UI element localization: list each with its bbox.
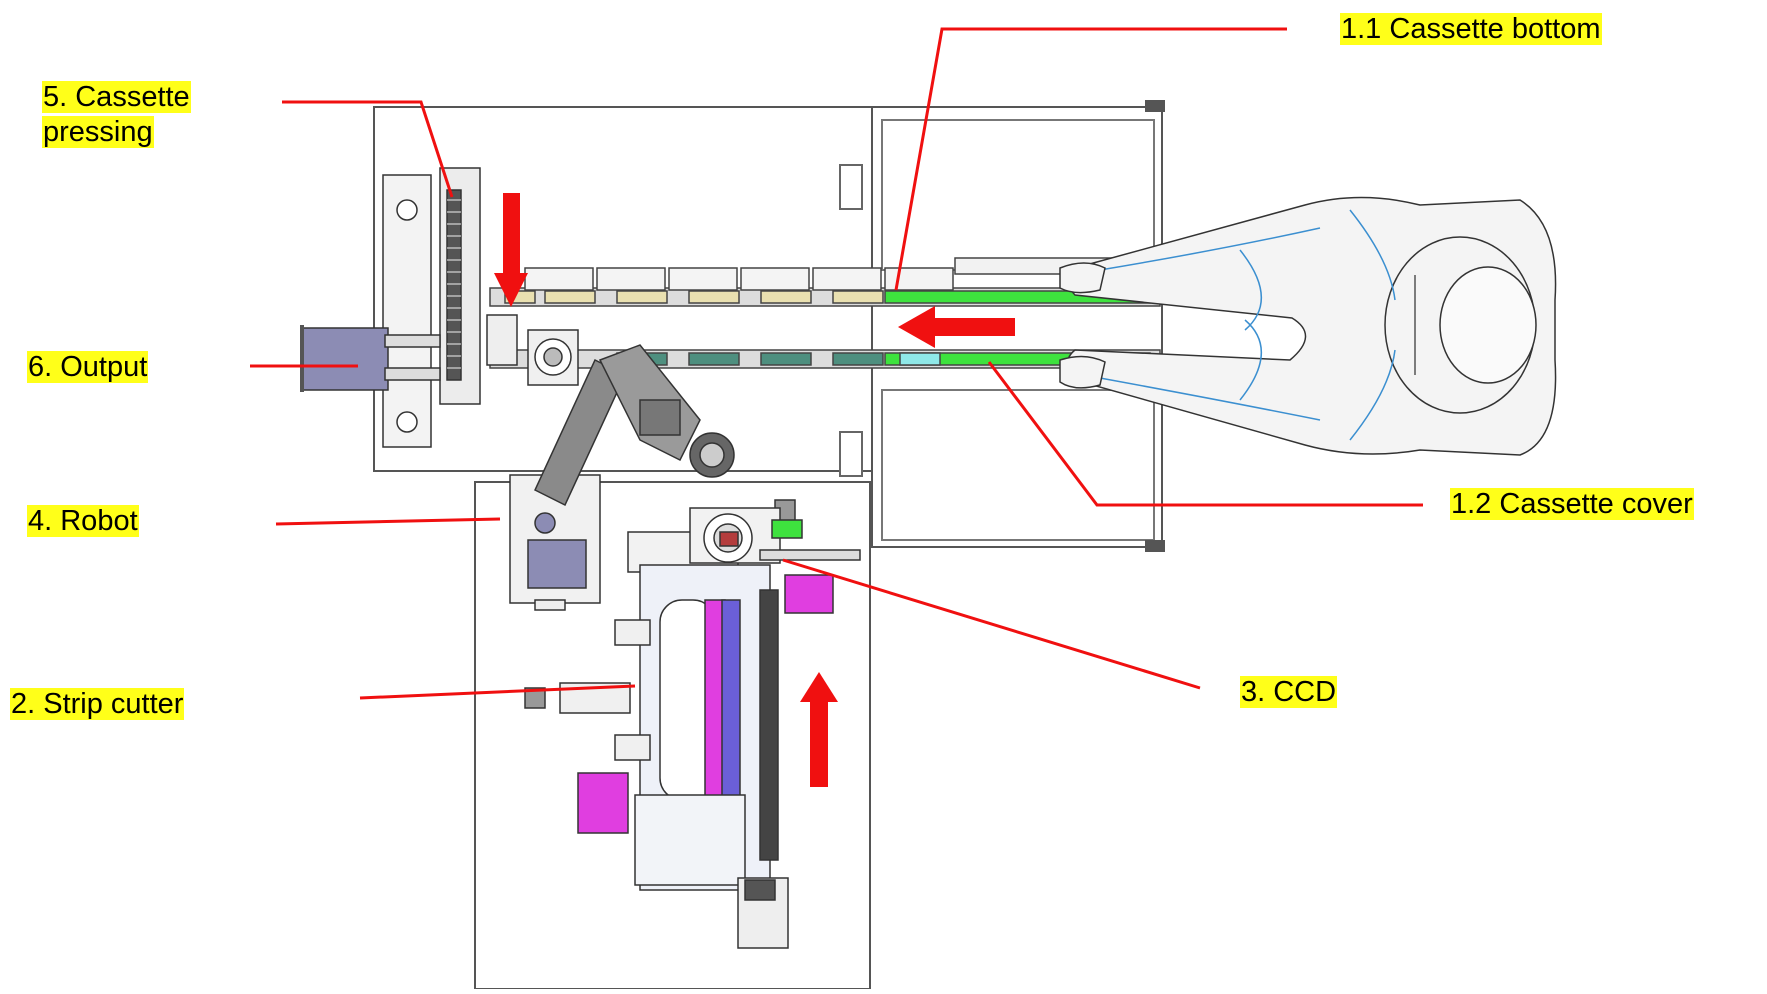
flow-arrow-left <box>898 306 1015 348</box>
label-strip-cutter: 2. Strip cutter <box>10 688 185 720</box>
label-output: 6. Output <box>27 351 149 383</box>
leader-cassette-bottom <box>894 27 1287 291</box>
operator-station-frame <box>871 106 1163 548</box>
label-robot: 4. Robot <box>27 505 139 537</box>
output-unit <box>300 325 441 392</box>
machine-frame <box>373 100 1165 990</box>
flow-arrow-down <box>494 193 528 307</box>
label-cassette-pressing: 5. Cassette pressing <box>42 81 191 148</box>
leader-robot <box>275 517 501 526</box>
strip-cutter-unit <box>524 499 834 949</box>
operator-figure <box>1059 196 1557 456</box>
leader-ccd <box>782 558 1201 690</box>
leader-strip-cutter <box>359 684 636 700</box>
flow-arrow-up <box>800 672 838 787</box>
label-ccd: 3. CCD <box>1240 676 1338 708</box>
robot-arm <box>509 344 735 611</box>
label-cassette-cover: 1.2 Cassette cover <box>1450 488 1694 520</box>
label-cassette-bottom: 1.1 Cassette bottom <box>1340 13 1602 45</box>
ccd-camera <box>689 507 861 564</box>
cassette-pressing-unit <box>382 167 579 448</box>
leader-cassette-cover <box>987 361 1423 507</box>
leader-lines <box>250 27 1423 700</box>
leader-cassette-pressing <box>282 100 454 198</box>
